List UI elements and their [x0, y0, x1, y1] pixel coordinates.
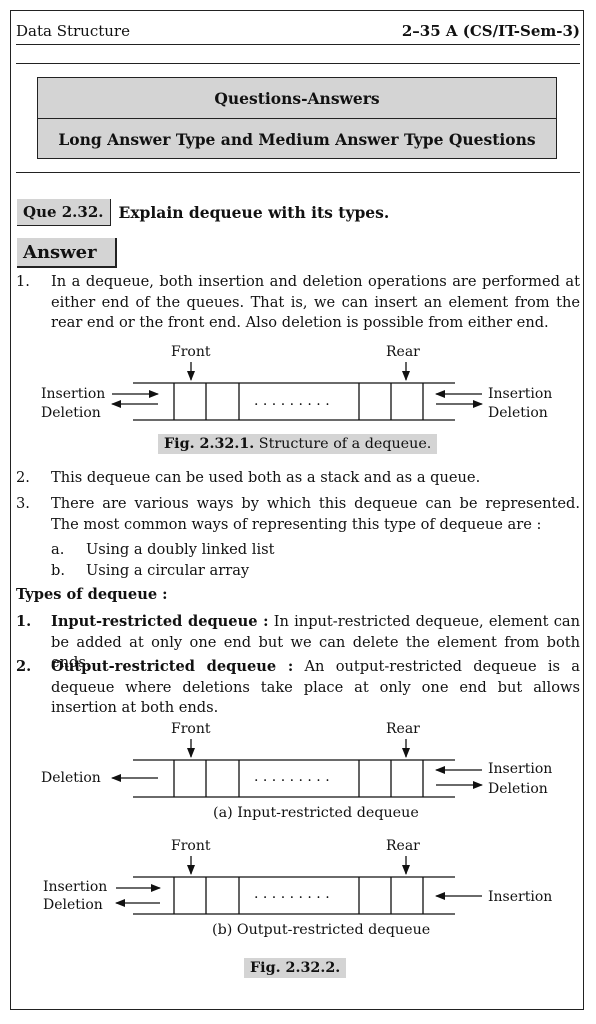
right-insertion-label: Insertion	[488, 761, 552, 777]
rear-label: Rear	[386, 838, 420, 854]
answer-label: Answer	[17, 238, 117, 268]
question-label: Que 2.32.	[17, 198, 111, 226]
answer-point-2: 2. This dequeue can be used both as a st…	[16, 468, 580, 489]
type-input-restricted: 1. Input-restricted dequeue : In input-r…	[16, 613, 580, 671]
qa-box-title: Questions-Answers	[214, 88, 380, 108]
qa-box-subtitle: Long Answer Type and Medium Answer Type …	[38, 118, 556, 159]
header-subject: Data Structure	[16, 22, 130, 40]
front-label: Front	[171, 344, 211, 360]
header-page-number: 2–35 A (CS/IT-Sem-3)	[401, 22, 580, 40]
type-description: An output-restricted dequeue is a dequeu…	[51, 658, 580, 716]
point-text: In a dequeue, both insertion and deletio…	[51, 273, 580, 331]
queue-ellipsis: . . . . . . . . .	[254, 393, 330, 409]
queue-cells	[173, 383, 424, 420]
left-deletion-label: Deletion	[41, 405, 101, 421]
type-term: Input-restricted dequeue :	[51, 613, 269, 630]
left-insertion-label: Insertion	[41, 386, 105, 402]
figure-2-32-1-caption: Fig. 2.32.1. Structure of a dequeue.	[158, 434, 438, 454]
types-heading: Types of dequeue :	[16, 586, 168, 603]
section-bottom-rule	[16, 172, 580, 173]
subpoint-b: b. Using a circular array	[51, 562, 250, 579]
output-restricted-caption: (b) Output-restricted dequeue	[212, 922, 431, 938]
input-restricted-caption: (a) Input-restricted dequeue	[213, 805, 419, 821]
type-description: In input-restricted dequeue, element can…	[51, 613, 580, 671]
right-insertion-label: Insertion	[488, 889, 552, 905]
rear-label: Rear	[386, 721, 420, 737]
right-deletion-label: Deletion	[488, 405, 548, 421]
answer-point-3: 3. There are various ways by which this …	[16, 494, 580, 535]
point-text: There are various ways by which this deq…	[51, 495, 580, 533]
subpoint-a: a. Using a doubly linked list	[51, 541, 275, 558]
type-output-restricted: 2. Output-restricted dequeue : An output…	[16, 658, 580, 716]
figure-2-32-2-caption: Fig. 2.32.2.	[244, 958, 347, 978]
rear-label: Rear	[386, 344, 420, 360]
question: Que 2.32. Explain dequeue with its types…	[17, 197, 389, 227]
type-term: Output-restricted dequeue :	[51, 658, 294, 675]
header-rule	[16, 44, 580, 45]
page-header: Data Structure 2–35 A (CS/IT-Sem-3)	[16, 22, 580, 44]
point-text: This dequeue can be used both as a stack…	[51, 469, 481, 486]
queue-cells	[173, 877, 424, 914]
right-insertion-label: Insertion	[488, 386, 552, 402]
queue-cells	[173, 760, 424, 797]
questions-answers-box: Questions-Answers Long Answer Type and M…	[37, 77, 557, 159]
right-deletion-label: Deletion	[488, 781, 548, 797]
page-frame	[10, 10, 584, 1010]
left-deletion-label: Deletion	[43, 897, 103, 913]
queue-ellipsis: . . . . . . . . .	[254, 886, 330, 902]
answer-point-1: 1. In a dequeue, both insertion and dele…	[16, 272, 580, 334]
point-number: 1.	[16, 273, 30, 290]
question-text: Explain dequeue with its types.	[118, 202, 390, 222]
point-number: 3.	[16, 495, 30, 512]
front-label: Front	[171, 721, 211, 737]
front-label: Front	[171, 838, 211, 854]
point-number: 2.	[16, 469, 30, 486]
queue-ellipsis: . . . . . . . . .	[254, 769, 330, 785]
section-top-rule	[16, 63, 580, 64]
left-deletion-label: Deletion	[41, 770, 101, 786]
left-insertion-label: Insertion	[43, 879, 107, 895]
